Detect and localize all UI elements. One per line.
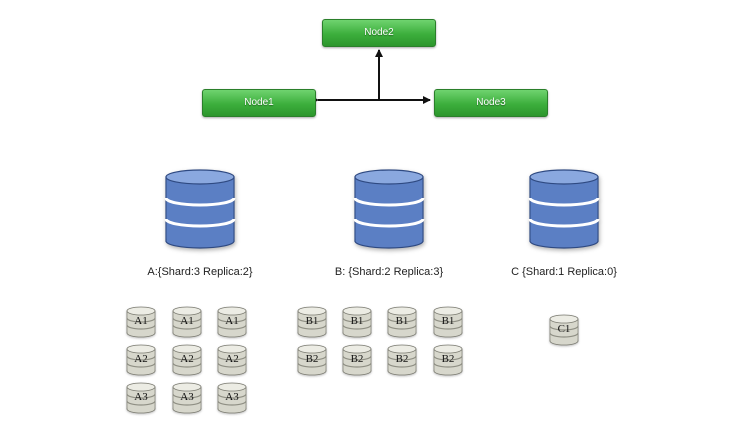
index-c-label: C {Shard:1 Replica:0} bbox=[511, 266, 617, 278]
shard-cylinder-icon bbox=[433, 306, 463, 338]
shard-a1: A1 bbox=[171, 306, 203, 338]
shard-cylinder-icon bbox=[549, 314, 579, 346]
database-icon bbox=[353, 169, 425, 249]
shard-a1: A1 bbox=[216, 306, 248, 338]
shard-label: B1 bbox=[395, 315, 409, 327]
shard-label: B2 bbox=[305, 353, 319, 365]
database-icon bbox=[164, 169, 236, 249]
node2-box: Node2 bbox=[322, 19, 436, 47]
shard-cylinder-icon bbox=[172, 306, 202, 338]
shard-b2: B2 bbox=[341, 344, 373, 376]
node3-box: Node3 bbox=[434, 89, 548, 117]
shard-b1: B1 bbox=[432, 306, 464, 338]
shard-c1: C1 bbox=[548, 314, 580, 346]
shard-label: A2 bbox=[180, 353, 194, 365]
shard-cylinder-icon bbox=[387, 306, 417, 338]
shard-label: A1 bbox=[225, 315, 239, 327]
shard-a3: A3 bbox=[125, 382, 157, 414]
shard-cylinder-icon bbox=[217, 306, 247, 338]
shard-label: A2 bbox=[134, 353, 148, 365]
shard-a1: A1 bbox=[125, 306, 157, 338]
node3-label: Node3 bbox=[476, 97, 506, 108]
shard-b1: B1 bbox=[341, 306, 373, 338]
shard-cylinder-icon bbox=[342, 306, 372, 338]
shard-label: B1 bbox=[441, 315, 455, 327]
shard-b1: B1 bbox=[386, 306, 418, 338]
shard-a2: A2 bbox=[125, 344, 157, 376]
shard-cylinder-icon bbox=[172, 382, 202, 414]
shard-label: B2 bbox=[441, 353, 455, 365]
shard-a3: A3 bbox=[216, 382, 248, 414]
shard-label: A3 bbox=[180, 391, 194, 403]
shard-cylinder-icon bbox=[217, 382, 247, 414]
shard-label: B2 bbox=[350, 353, 364, 365]
shard-a2: A2 bbox=[171, 344, 203, 376]
database-icon bbox=[528, 169, 600, 249]
shard-cylinder-icon bbox=[217, 344, 247, 376]
index-a-label: A:{Shard:3 Replica:2} bbox=[147, 266, 253, 278]
shard-label: A1 bbox=[180, 315, 194, 327]
shard-cylinder-icon bbox=[433, 344, 463, 376]
node1-label: Node1 bbox=[244, 97, 274, 108]
shard-cylinder-icon bbox=[126, 344, 156, 376]
node1-box: Node1 bbox=[202, 89, 316, 117]
shard-cylinder-icon bbox=[297, 306, 327, 338]
shard-cylinder-icon bbox=[297, 344, 327, 376]
shard-label: A1 bbox=[134, 315, 148, 327]
shard-label: A3 bbox=[225, 391, 239, 403]
shard-b2: B2 bbox=[296, 344, 328, 376]
shard-cylinder-icon bbox=[342, 344, 372, 376]
shard-b2: B2 bbox=[386, 344, 418, 376]
shard-cylinder-icon bbox=[172, 344, 202, 376]
shard-b2: B2 bbox=[432, 344, 464, 376]
shard-cylinder-icon bbox=[126, 382, 156, 414]
shard-label: A3 bbox=[134, 391, 148, 403]
index-b-label: B: {Shard:2 Replica:3} bbox=[334, 266, 444, 278]
shard-label: C1 bbox=[557, 323, 571, 335]
shard-cylinder-icon bbox=[126, 306, 156, 338]
shard-label: B2 bbox=[395, 353, 409, 365]
shard-a2: A2 bbox=[216, 344, 248, 376]
shard-label: B1 bbox=[305, 315, 319, 327]
node2-label: Node2 bbox=[364, 27, 394, 38]
shard-a3: A3 bbox=[171, 382, 203, 414]
shard-label: B1 bbox=[350, 315, 364, 327]
shard-label: A2 bbox=[225, 353, 239, 365]
shard-b1: B1 bbox=[296, 306, 328, 338]
shard-cylinder-icon bbox=[387, 344, 417, 376]
